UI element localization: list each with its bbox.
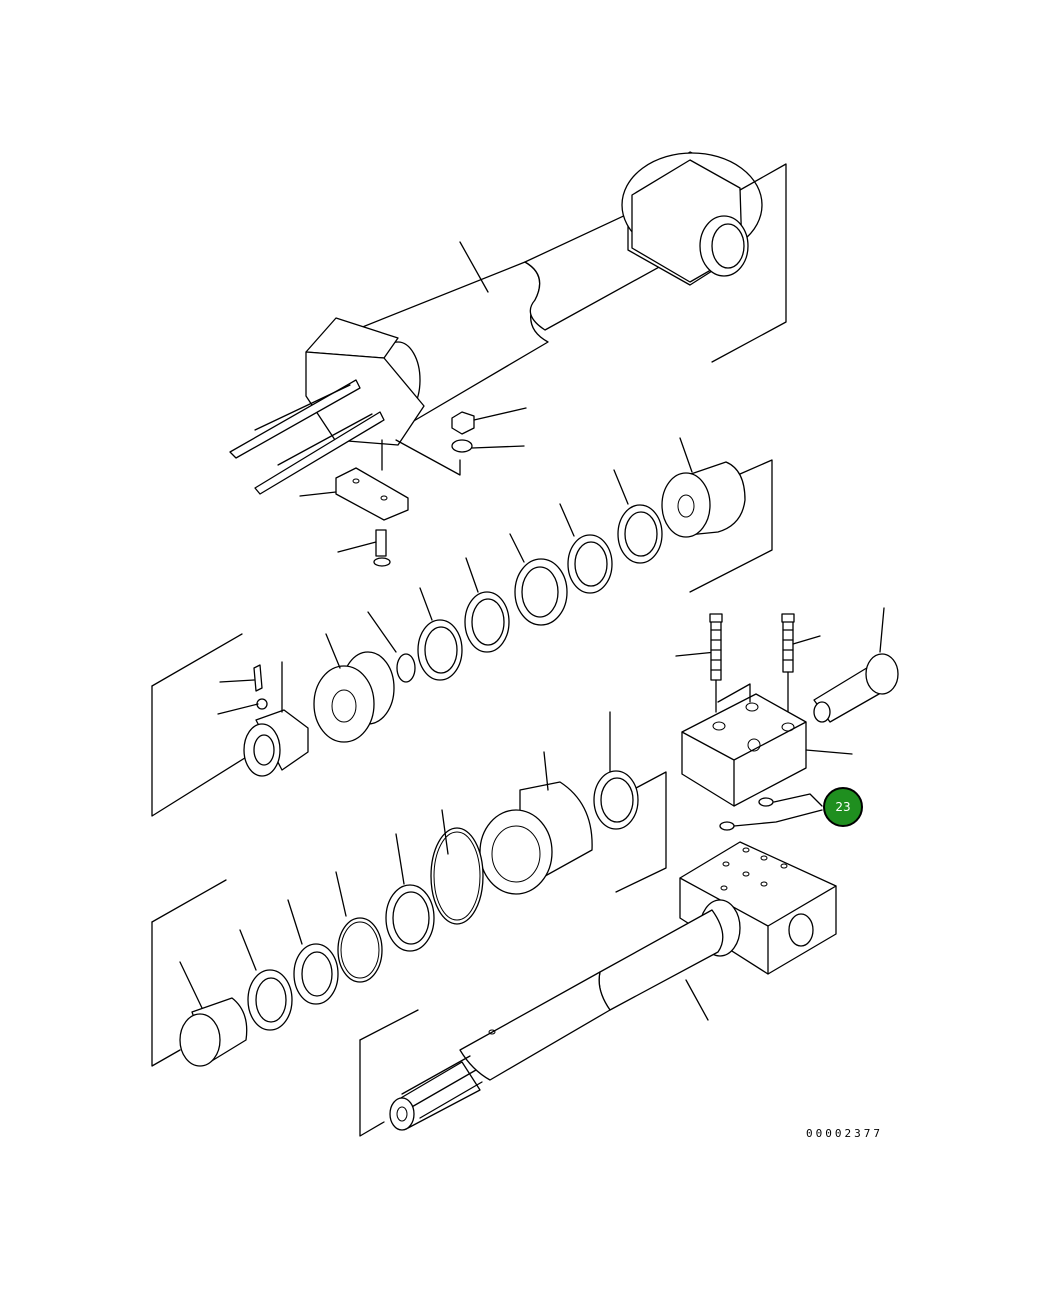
piston-row [151, 437, 773, 817]
gland-row [151, 711, 667, 1067]
bolt [337, 529, 391, 567]
piston-rod [359, 841, 837, 1137]
drawing-number: 00002377 [806, 1127, 883, 1140]
cylinder-tube [229, 151, 787, 495]
callout-badge-23[interactable]: 23 [823, 787, 863, 827]
valve-block-group [675, 607, 899, 831]
nut [451, 407, 527, 435]
plate [299, 439, 409, 521]
washer [395, 439, 525, 476]
